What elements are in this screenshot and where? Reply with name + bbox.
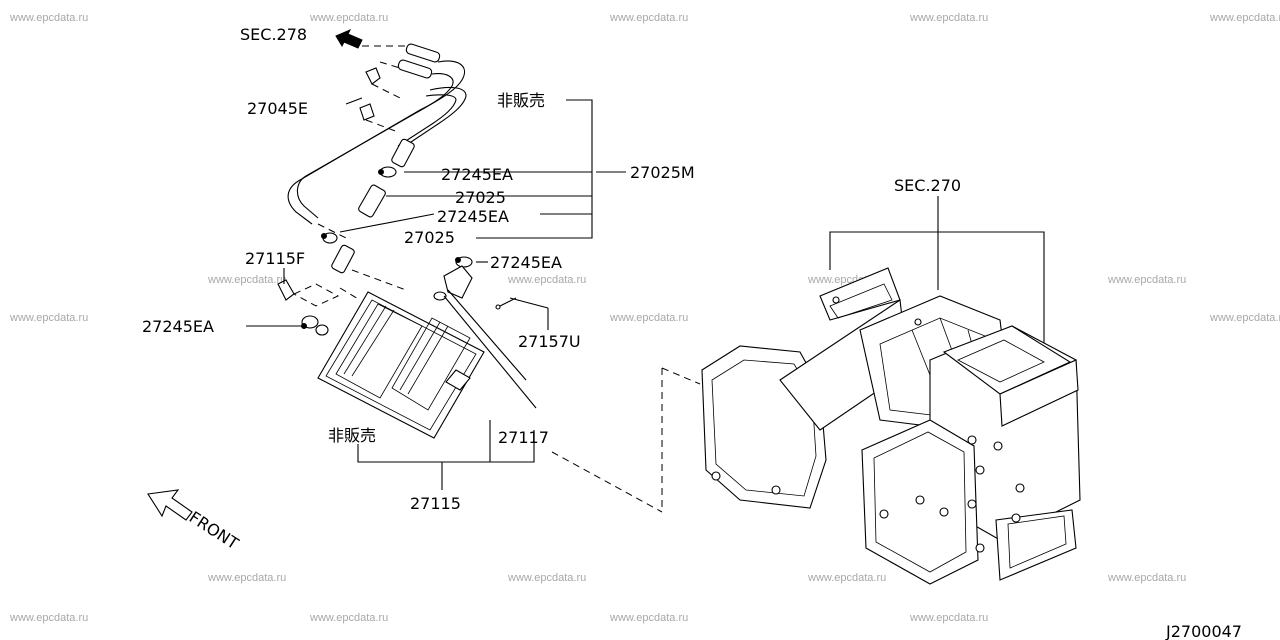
watermark: www.epcdata.ru — [1107, 572, 1186, 584]
hose — [391, 138, 415, 168]
heater-pipe — [287, 60, 465, 225]
watermark: www.epcdata.ru — [207, 572, 286, 584]
watermark: www.epcdata.ru — [1107, 274, 1186, 286]
watermark: www.epcdata.ru — [9, 12, 88, 24]
watermark: www.epcdata.ru — [9, 612, 88, 624]
label-27025[interactable]: 27025 — [455, 188, 506, 207]
heater-unit — [661, 196, 1081, 585]
label-sec270[interactable]: SEC.270 — [894, 176, 961, 195]
hose-27025 — [331, 244, 355, 274]
label-27245EA[interactable]: 27245EA — [437, 207, 509, 226]
watermark: www.epcdata.ru — [507, 274, 586, 286]
front-direction: FRONT — [147, 489, 242, 553]
label-27115[interactable]: 27115 — [410, 494, 461, 513]
sec278-arrow-icon — [335, 29, 363, 49]
pipe-end — [405, 43, 441, 63]
label-27025M[interactable]: 27025M — [630, 163, 695, 182]
watermark: www.epcdata.ru — [909, 12, 988, 24]
label-sec278[interactable]: SEC.278 — [240, 25, 307, 44]
pipe-end — [397, 59, 433, 79]
watermark: www.epcdata.ru — [609, 12, 688, 24]
part-labels: SEC.278 27045E 非販売 27245EA 27025M 27025 … — [142, 25, 1242, 640]
heater-pipe-assembly — [277, 29, 549, 336]
watermark: www.epcdata.ru — [309, 12, 388, 24]
label-27245EA[interactable]: 27245EA — [142, 317, 214, 336]
clip — [365, 67, 381, 85]
heater-pipe — [397, 94, 457, 147]
diagram-code: J2700047 — [1165, 622, 1242, 640]
front-arrow-icon — [147, 489, 193, 521]
watermark: www.epcdata.ru — [207, 274, 286, 286]
label-27115F[interactable]: 27115F — [245, 249, 305, 268]
front-label: FRONT — [186, 507, 242, 553]
bracket-27115F — [277, 279, 295, 301]
watermark: www.epcdata.ru — [909, 612, 988, 624]
hose-27025 — [358, 184, 386, 218]
label-27025[interactable]: 27025 — [404, 228, 455, 247]
label-27245EA[interactable]: 27245EA — [441, 165, 513, 184]
watermark: www.epcdata.ru — [1209, 12, 1280, 24]
watermark: www.epcdata.ru — [609, 612, 688, 624]
pipe-fitting — [443, 265, 473, 299]
heater-pipe — [401, 86, 467, 149]
watermark: www.epcdata.ru — [309, 612, 388, 624]
label-27157U[interactable]: 27157U — [518, 332, 581, 351]
label-27045E[interactable]: 27045E — [247, 99, 308, 118]
watermark: www.epcdata.ru — [9, 312, 88, 324]
label-27245EA[interactable]: 27245EA — [490, 253, 562, 272]
clip — [359, 103, 375, 121]
watermark: www.epcdata.ru — [609, 312, 688, 324]
heater-pipe — [296, 73, 454, 219]
label-not-for-sale: 非販売 — [497, 91, 545, 110]
heater-core-body — [317, 291, 485, 439]
watermark: www.epcdata.ru — [1209, 312, 1280, 324]
label-27117[interactable]: 27117 — [498, 428, 549, 447]
watermark: www.epcdata.ru — [507, 572, 586, 584]
watermark: www.epcdata.ru — [807, 572, 886, 584]
label-not-for-sale: 非販売 — [328, 426, 376, 445]
heater-core — [317, 289, 663, 513]
leader-lines — [246, 97, 626, 490]
